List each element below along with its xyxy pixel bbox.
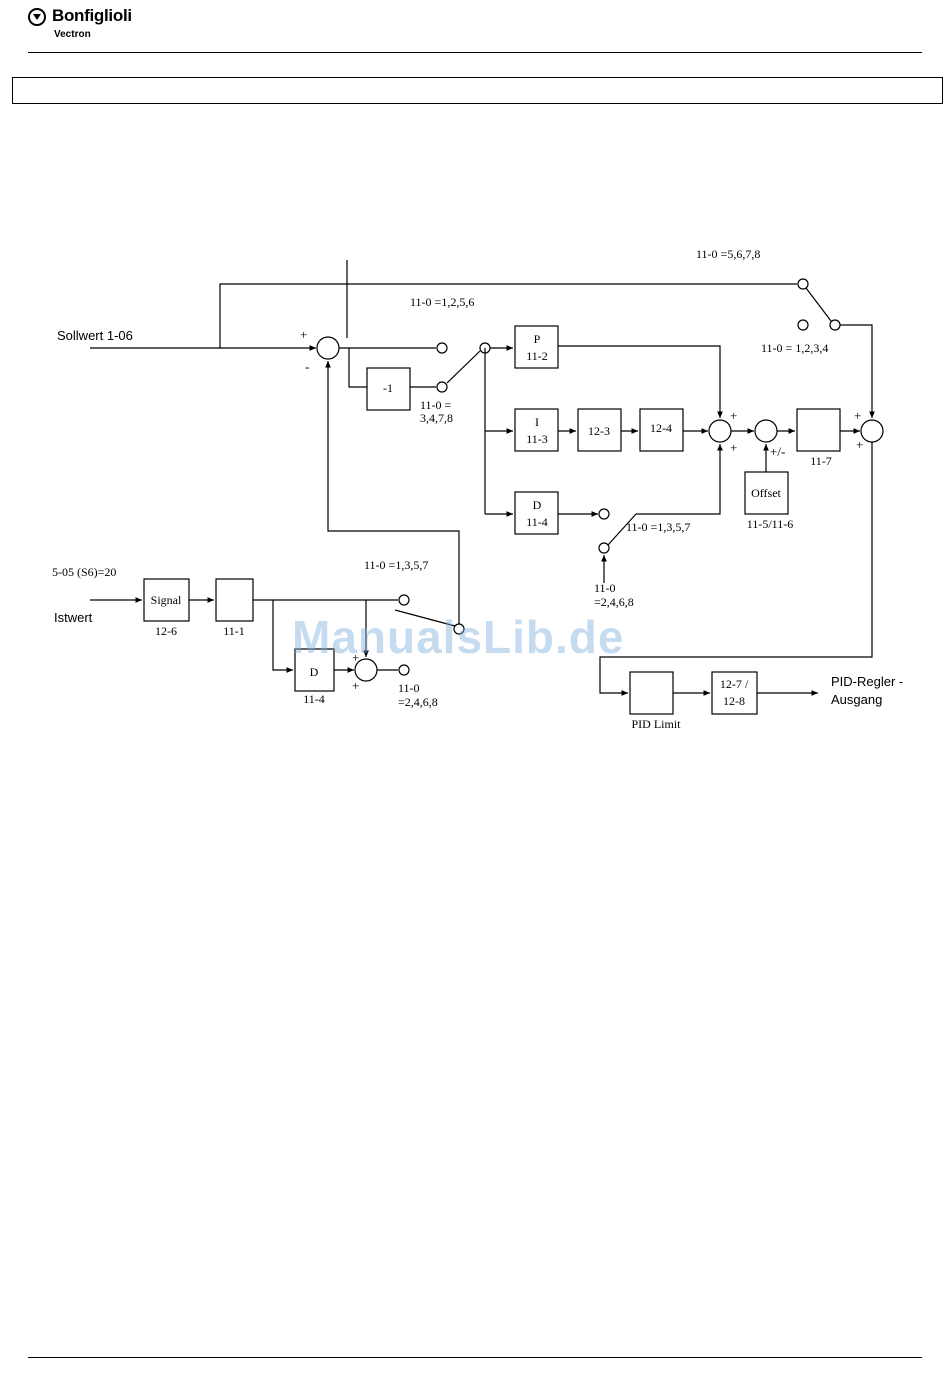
- switch-lever: [394, 609, 456, 627]
- switch-contact: [598, 508, 610, 520]
- sign-plus: +: [352, 650, 359, 665]
- cond-label: 11-0 =1,2,5,6: [410, 295, 474, 309]
- switch-contact: [797, 278, 809, 290]
- i-block: [514, 408, 559, 452]
- block-11-7: [796, 408, 841, 452]
- block-12-4: [639, 408, 684, 452]
- block-label: 12-6: [155, 624, 177, 638]
- sum-junction-3: [754, 419, 778, 443]
- block-label: PID Limit: [631, 717, 681, 731]
- switch-contact: [829, 319, 841, 331]
- switch-contact: [398, 664, 410, 676]
- block-label: 12-8: [723, 694, 745, 708]
- block-label: 11-7: [810, 454, 832, 468]
- block-12-3: [577, 408, 622, 452]
- p-out: [558, 345, 723, 418]
- bypass-out: [840, 324, 875, 418]
- footer-rule: [28, 1357, 922, 1358]
- logo-icon: [28, 8, 46, 26]
- sign-plus: +: [300, 327, 307, 342]
- cond-label: 11-0 =: [420, 398, 452, 412]
- sign-plus: +: [856, 437, 863, 452]
- brand-subname: Vectron: [54, 29, 91, 40]
- section-title-box: [12, 77, 943, 104]
- sign-plus: +: [854, 408, 861, 423]
- cond-label: =2,4,6,8: [594, 595, 634, 609]
- output-label: Ausgang: [831, 692, 882, 707]
- switch-contact: [398, 594, 410, 606]
- cond-label: 3,4,7,8: [420, 411, 453, 425]
- block-label: I: [535, 415, 539, 429]
- invert-feed: [348, 348, 367, 388]
- sign-minus: -: [305, 359, 309, 374]
- setpoint-label: Sollwert 1-06: [57, 328, 133, 343]
- block-label: 12-7 /: [720, 677, 749, 691]
- sum-junction-4: [860, 419, 884, 443]
- sign-plus: +: [730, 440, 737, 455]
- block-label: 11-4: [526, 515, 548, 529]
- block-label: D: [310, 665, 319, 679]
- switch-contact: [436, 342, 448, 354]
- block-label: -1: [383, 381, 393, 395]
- block-label: 11-2: [526, 349, 548, 363]
- actual-source-label: 5-05 (S6)=20: [52, 565, 116, 579]
- p-block: [514, 325, 559, 369]
- switch-contact: [436, 381, 448, 393]
- block-label: 11-1: [223, 624, 245, 638]
- sum-junction-2: [708, 419, 732, 443]
- switch-contact: [598, 542, 610, 554]
- cond-label: 11-0: [398, 681, 420, 695]
- sign-plus: +: [730, 408, 737, 423]
- sign-plus-minus: +/-: [770, 444, 785, 459]
- feedback-line: [325, 361, 460, 624]
- bypass-line: [219, 283, 797, 348]
- cond-label: 11-0 =1,3,5,7: [626, 520, 690, 534]
- block-label: Offset: [751, 486, 781, 500]
- sign-plus: +: [352, 678, 359, 693]
- actual-label: Istwert: [54, 610, 93, 625]
- block-label: D: [533, 498, 542, 512]
- sum-junction-1: [316, 336, 340, 360]
- block-11-1: [215, 578, 254, 622]
- switch-lever: [607, 513, 637, 546]
- block-label: P: [534, 332, 541, 346]
- switch-contact: [797, 319, 809, 331]
- cond-label: =2,4,6,8: [398, 695, 438, 709]
- d2-feed: [272, 600, 293, 673]
- block-label: 12-3: [588, 424, 610, 438]
- invert-block: [366, 367, 411, 411]
- cond-label: 11-0 =1,3,5,7: [364, 558, 428, 572]
- switch-lever: [446, 350, 481, 384]
- block-label: 11-3: [526, 432, 548, 446]
- block-label: 11-4: [303, 692, 325, 706]
- pid-limit-block: [629, 671, 674, 715]
- d-sum-line: [636, 444, 723, 515]
- cond-label: 11-0 = 1,2,3,4: [761, 341, 828, 355]
- block-label: 11-5/11-6: [747, 517, 793, 531]
- switch-lever: [805, 287, 832, 322]
- watermark: ManualsLib.de: [292, 611, 625, 663]
- output-label: PID-Regler -: [831, 674, 903, 689]
- brand-name: Bonfiglioli: [52, 6, 132, 25]
- block-label: 12-4: [650, 421, 672, 435]
- output-path: [599, 442, 873, 696]
- cond-label: 11-0: [594, 581, 616, 595]
- header-rule: [28, 52, 922, 53]
- d-block: [514, 491, 559, 535]
- block-label: Signal: [151, 593, 182, 607]
- cond-label: 11-0 =5,6,7,8: [696, 247, 760, 261]
